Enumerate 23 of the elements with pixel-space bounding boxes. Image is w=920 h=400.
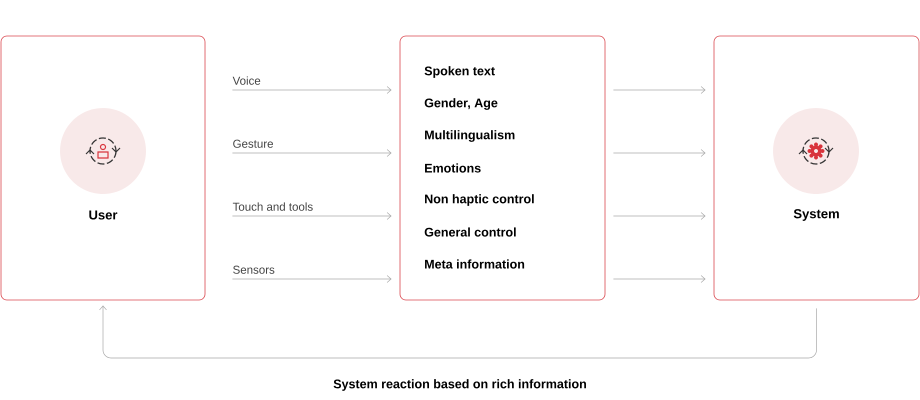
list-item: Spoken text (424, 66, 495, 78)
node-label: User (89, 210, 118, 220)
edge-label: System reaction based on rich information (334, 379, 586, 391)
arrow (613, 212, 706, 220)
edge-label: Sensors (233, 266, 274, 274)
list-item: General control (424, 227, 516, 237)
arrow (613, 149, 706, 157)
edge-label: Touch and tools (232, 202, 313, 211)
arrow (232, 86, 392, 94)
edge-label: Voice (232, 76, 260, 85)
list-item: Meta information (425, 259, 524, 269)
list-item: Emotions (425, 163, 481, 173)
arrow (613, 275, 706, 283)
arrow (232, 275, 392, 283)
arrow (613, 86, 706, 94)
feedback-arrow (99, 305, 817, 358)
list-item: Gender, Age (424, 98, 498, 110)
edge-label: Gesture (233, 140, 273, 148)
node-label: System (794, 209, 839, 221)
list-item: Non haptic control (425, 194, 534, 206)
arrow (232, 149, 392, 157)
list-item: Multilingualism (425, 130, 514, 142)
arrow (232, 212, 392, 220)
